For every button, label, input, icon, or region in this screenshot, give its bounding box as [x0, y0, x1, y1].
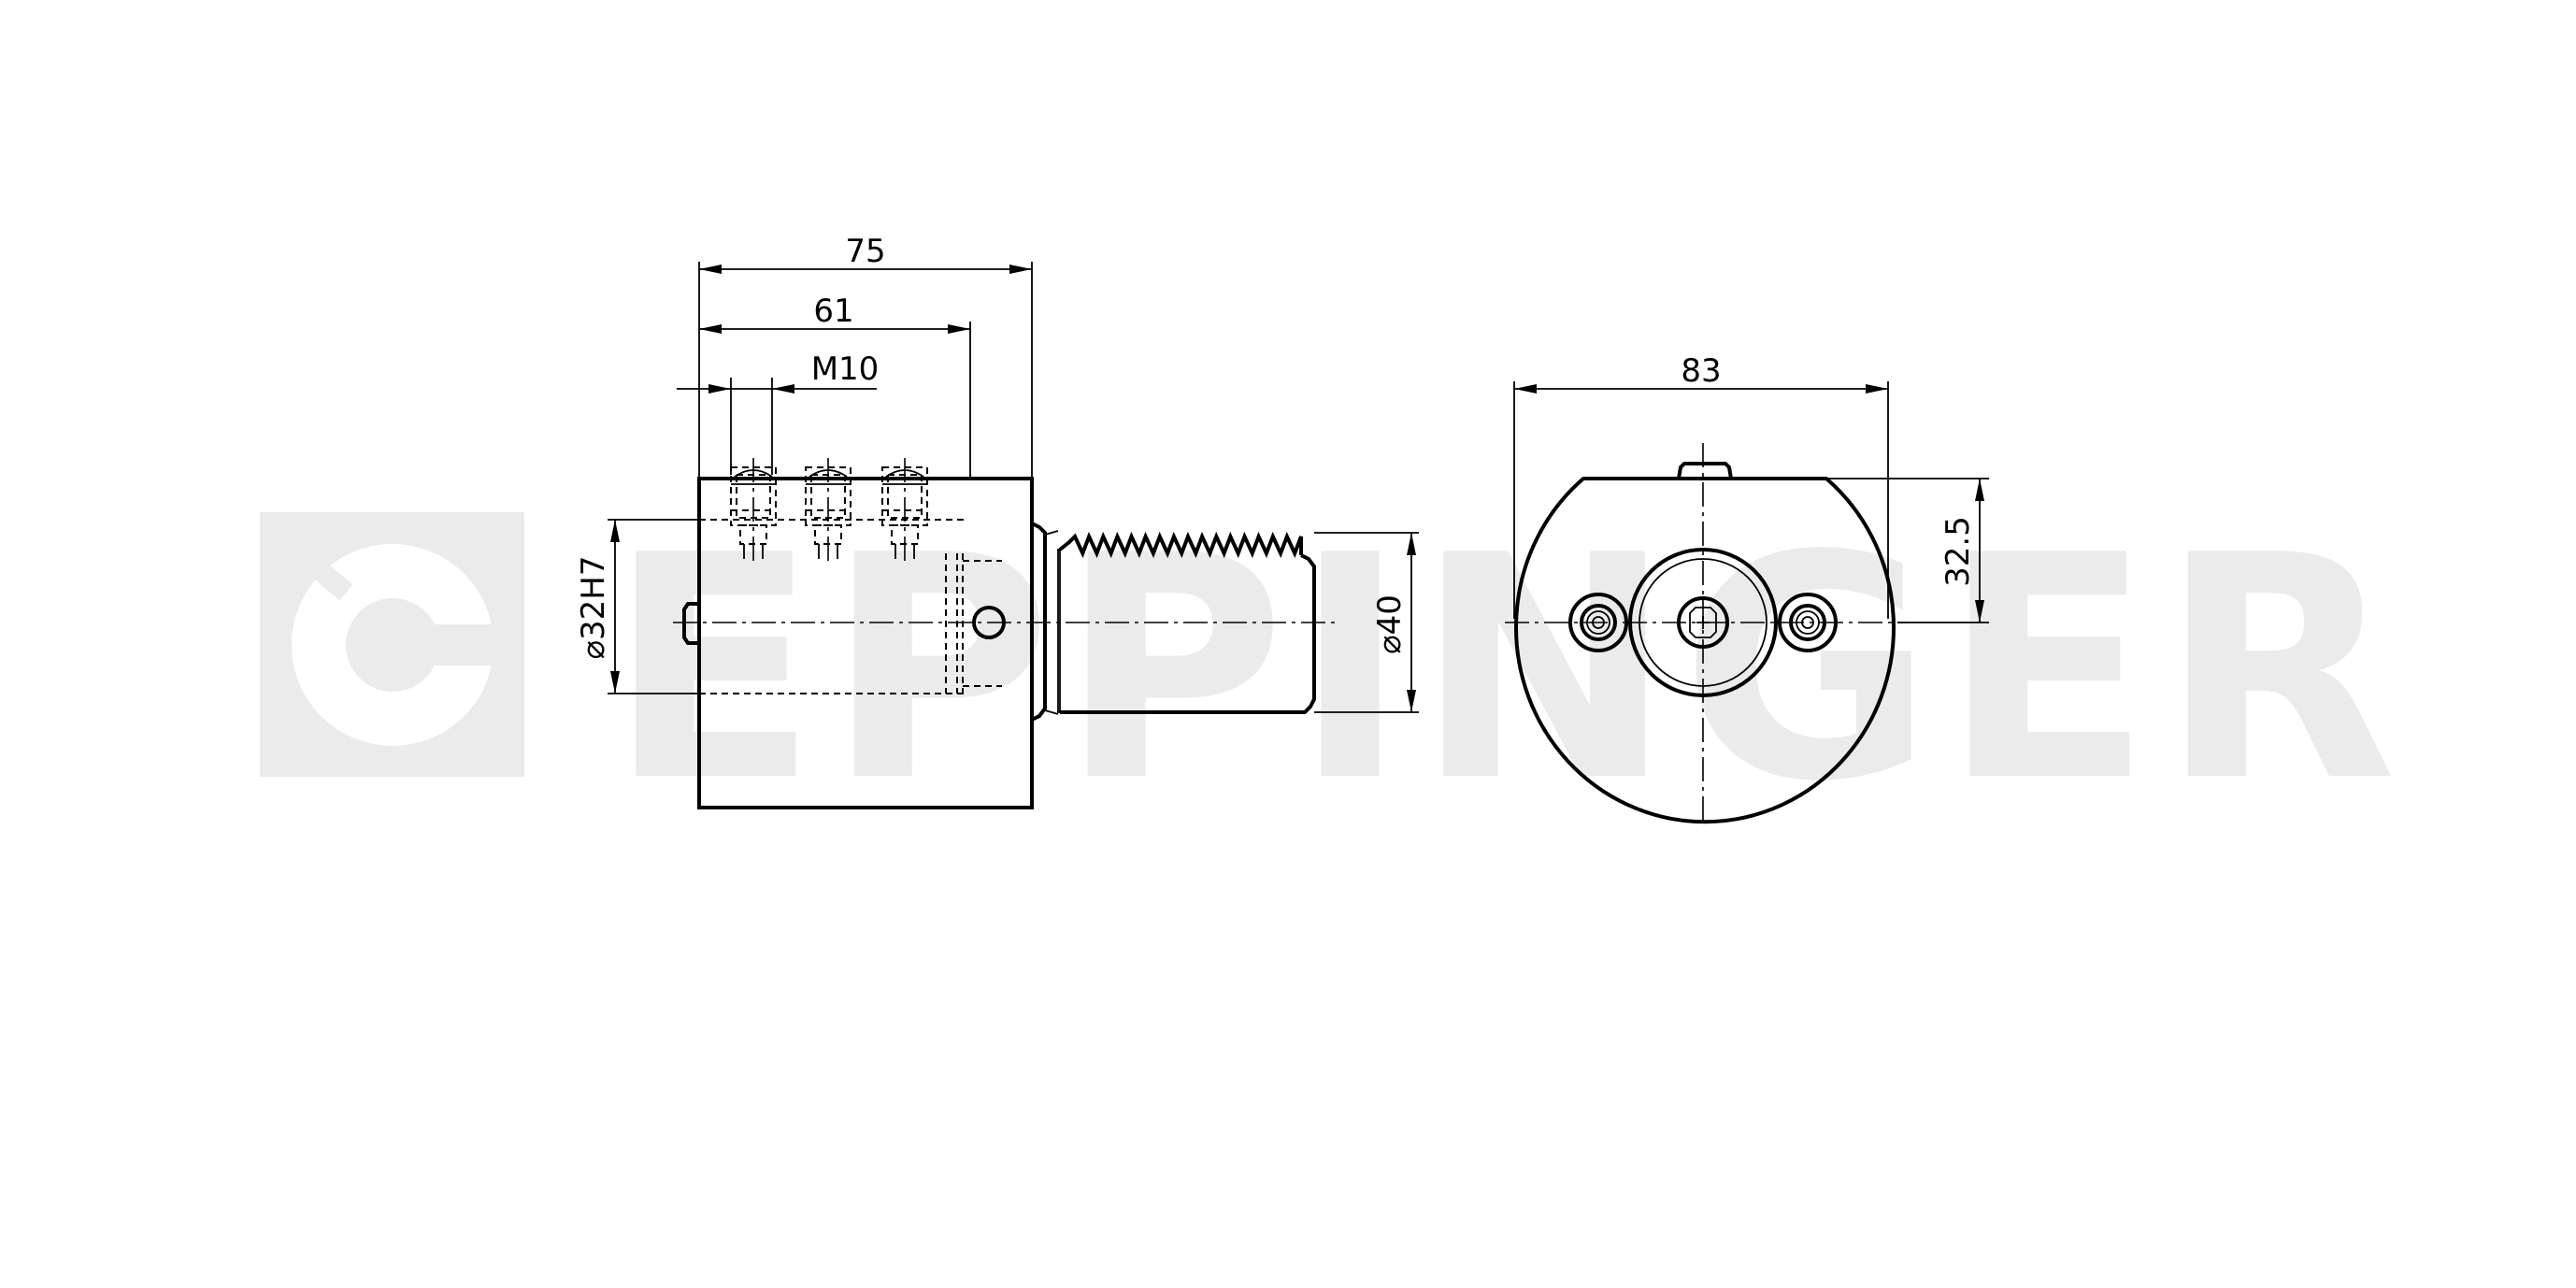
side-view: 75 61 M10 ⌀32H7 ⌀40 — [575, 233, 1419, 809]
dim-overall-length: 75 — [845, 233, 885, 270]
side-pin — [682, 602, 699, 645]
front-view: 83 32.5 — [1505, 352, 1989, 824]
dim-half-height: 32.5 — [1939, 516, 1977, 587]
front-profile — [1514, 477, 1896, 824]
dim-thread: M10 — [811, 351, 880, 388]
hex-socket-icon — [1689, 607, 1717, 638]
shank — [1060, 553, 1316, 714]
svg-text:⌀32H7: ⌀32H7 — [575, 556, 612, 660]
diameter-symbol: ⌀ — [575, 640, 612, 659]
dim-body-length: 61 — [813, 293, 853, 330]
svg-text:⌀40: ⌀40 — [1371, 594, 1409, 654]
dim-shank: 40 — [1371, 594, 1409, 635]
set-screw — [730, 458, 777, 563]
dim-width: 83 — [1681, 352, 1721, 390]
watermark: EPPINGER — [260, 490, 2405, 849]
watermark-brand-text: EPPINGER — [608, 490, 2405, 849]
dim-bore: 32H7 — [575, 556, 612, 640]
top-key — [1677, 462, 1733, 479]
set-screw — [805, 458, 852, 563]
set-screw-group — [730, 458, 928, 563]
shank-collar — [1031, 522, 1047, 722]
set-screw — [881, 458, 928, 563]
shank-serration — [1058, 531, 1303, 559]
diameter-symbol: ⌀ — [1371, 635, 1409, 653]
watermark-logo-mark — [292, 544, 505, 746]
